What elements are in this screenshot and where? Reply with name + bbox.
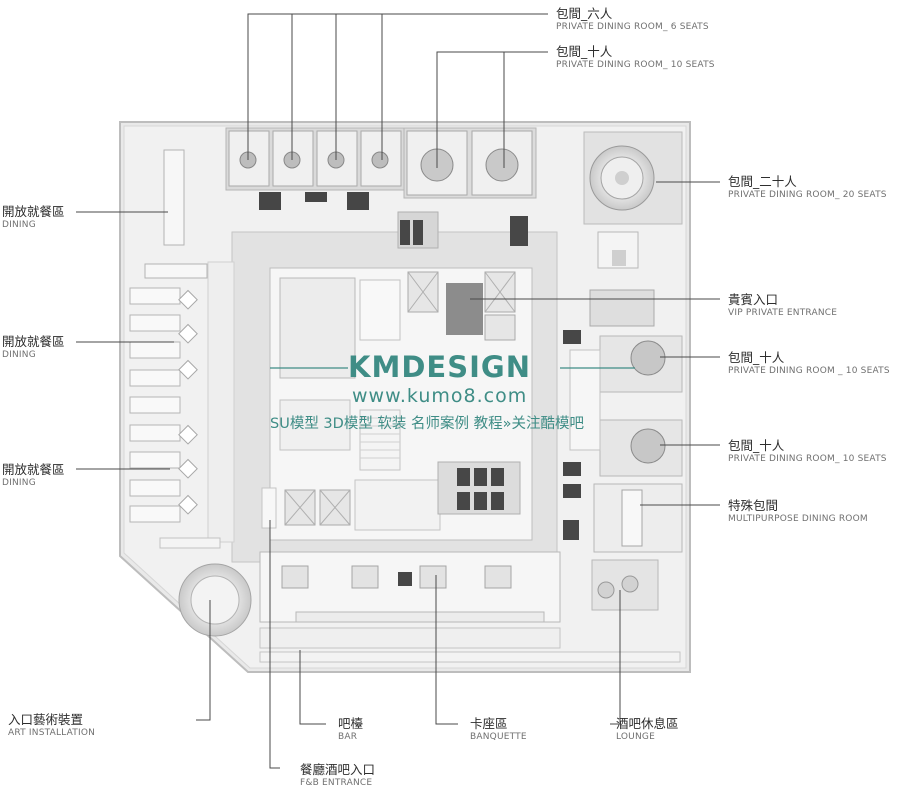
multipurpose-dining-room <box>593 483 683 553</box>
label-zh: 包間_十人 <box>556 44 613 59</box>
label-zh: 入口藝術裝置 <box>8 712 84 727</box>
watermark-brand: KMDESIGN <box>348 350 531 384</box>
private-dining-10-seat-room-east-1 <box>599 335 683 393</box>
open-dining-square-tables <box>178 289 198 515</box>
label-zh: 開放就餐區 <box>2 462 65 477</box>
label-en: PRIVATE DINING ROOM_ 20 SEATS <box>728 190 887 200</box>
label-zh: 酒吧休息區 <box>616 716 679 731</box>
label-en: DINING <box>2 478 36 488</box>
label-en: MULTIPURPOSE DINING ROOM <box>728 514 868 524</box>
label-en: BANQUETTE <box>470 732 527 742</box>
label-en: VIP PRIVATE ENTRANCE <box>728 308 838 318</box>
label-en: PRIVATE DINING ROOM_ 10 SEATS <box>556 60 715 70</box>
label-pdr-20-seats: 包間_二十人 PRIVATE DINING ROOM_ 20 SEATS <box>728 174 887 201</box>
label-pdr-10-seats-top: 包間_十人 PRIVATE DINING ROOM_ 10 SEATS <box>556 44 715 71</box>
label-fb-entrance: 餐廳酒吧入口 F&B ENTRANCE <box>300 762 375 789</box>
label-zh: 開放就餐區 <box>2 204 65 219</box>
open-dining-north <box>144 149 208 279</box>
label-dining-1: 開放就餐區 DINING <box>2 204 65 231</box>
label-en: LOUNGE <box>616 732 655 742</box>
art-installation <box>178 563 252 637</box>
vip-lounge <box>589 289 655 327</box>
label-en: DINING <box>2 350 36 360</box>
label-zh: 包間_六人 <box>556 6 613 21</box>
label-zh: 開放就餐區 <box>2 334 65 349</box>
private-dining-20-seat-room <box>583 131 683 225</box>
label-banquette: 卡座區 BANQUETTE <box>470 716 527 743</box>
vip-lift-lobby <box>446 283 483 335</box>
stairs <box>359 409 401 471</box>
label-en: F&B ENTRANCE <box>300 778 373 788</box>
label-zh: 包間_十人 <box>728 438 785 453</box>
lounge-seating <box>591 559 659 611</box>
watermark-tagline: SU模型 3D模型 软装 名师案例 教程»关注酷模吧 <box>270 416 585 432</box>
label-en: PRIVATE DINING ROOM_ 10 SEATS <box>728 454 887 464</box>
label-en: PRIVATE DINING ROOM_ 6 SEATS <box>556 22 709 32</box>
label-zh: 包間_二十人 <box>728 174 797 189</box>
label-vip-entrance: 貴賓入口 VIP PRIVATE ENTRANCE <box>728 292 837 319</box>
bar-and-banquette <box>259 551 681 663</box>
label-en: PRIVATE DINING ROOM _ 10 SEATS <box>728 366 890 376</box>
label-pdr-10-seats-east-2: 包間_十人 PRIVATE DINING ROOM_ 10 SEATS <box>728 438 887 465</box>
label-art-installation: 入口藝術裝置 ART INSTALLATION <box>8 712 95 739</box>
label-en: DINING <box>2 220 36 230</box>
label-zh: 包間_十人 <box>728 350 785 365</box>
elevator <box>484 314 516 341</box>
label-multipurpose-room: 特殊包間 MULTIPURPOSE DINING ROOM <box>728 498 868 525</box>
label-en: BAR <box>338 732 358 742</box>
label-dining-3: 開放就餐區 DINING <box>2 462 65 489</box>
label-zh: 餐廳酒吧入口 <box>300 762 376 777</box>
label-zh: 吧檯 <box>338 716 364 731</box>
label-pdr-6-seats: 包間_六人 PRIVATE DINING ROOM_ 6 SEATS <box>556 6 709 33</box>
label-dining-2: 開放就餐區 DINING <box>2 334 65 361</box>
open-dining-tables <box>129 287 181 523</box>
label-lounge: 酒吧休息區 LOUNGE <box>616 716 679 743</box>
watermark-url: www.kumo8.com <box>352 385 528 407</box>
label-pdr-10-seats-east-1: 包間_十人 PRIVATE DINING ROOM _ 10 SEATS <box>728 350 890 377</box>
label-zh: 貴賓入口 <box>728 292 779 307</box>
label-bar: 吧檯 BAR <box>338 716 363 743</box>
label-en: ART INSTALLATION <box>8 728 96 738</box>
label-zh: 特殊包間 <box>728 498 779 513</box>
label-zh: 卡座區 <box>470 716 508 731</box>
